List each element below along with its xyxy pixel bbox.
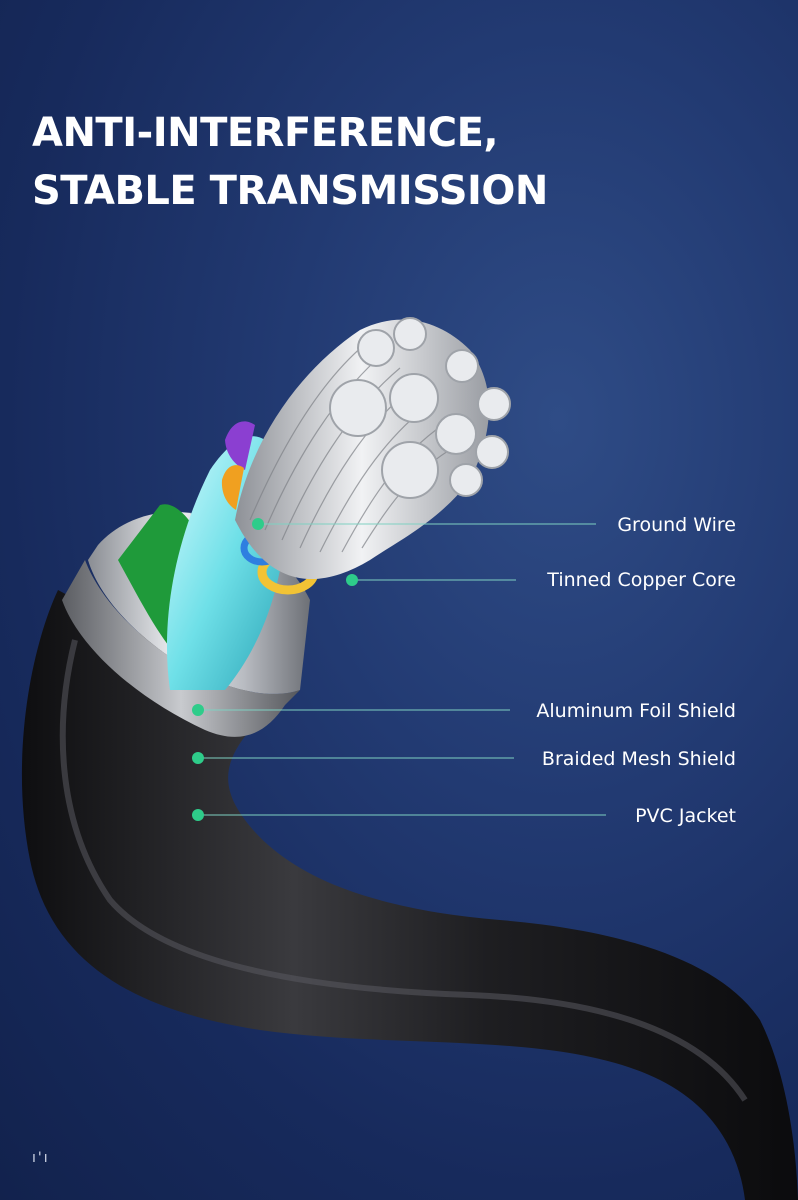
strand-ends <box>329 317 511 499</box>
purple-wire <box>225 421 255 470</box>
brand-mark: ı'ı <box>32 1150 50 1166</box>
headline: ANTI-INTERFERENCE, STABLE TRANSMISSION <box>32 104 548 220</box>
headline-line-2: STABLE TRANSMISSION <box>32 168 548 214</box>
pvc-jacket-shape <box>21 590 798 1200</box>
pvc-jacket-marker <box>192 809 204 821</box>
tinned-copper-core-marker <box>346 574 358 586</box>
callout-braided-mesh-leader <box>192 752 514 764</box>
callout-ground-wire-leader <box>252 518 596 530</box>
headline-line-1: ANTI-INTERFERENCE, <box>32 110 499 156</box>
braided-mesh-shape <box>62 560 300 737</box>
aluminum-foil-marker <box>192 704 204 716</box>
orange-wire <box>221 465 244 510</box>
braided-mesh-marker <box>192 752 204 764</box>
ground-wire-marker <box>252 518 264 530</box>
jacket-highlight <box>59 639 748 1102</box>
aluminum-foil-shield-label: Aluminum Foil Shield <box>536 700 736 722</box>
pvc-jacket-label: PVC Jacket <box>635 805 736 827</box>
callout-pvc-jacket-leader <box>192 809 606 821</box>
ground-wire-label: Ground Wire <box>617 514 736 536</box>
callout-tinned-copper-core-leader <box>346 574 516 586</box>
callout-aluminum-foil-leader <box>192 704 510 716</box>
tinned-copper-core-label: Tinned Copper Core <box>547 569 736 591</box>
braided-mesh-shield-label: Braided Mesh Shield <box>541 748 736 770</box>
